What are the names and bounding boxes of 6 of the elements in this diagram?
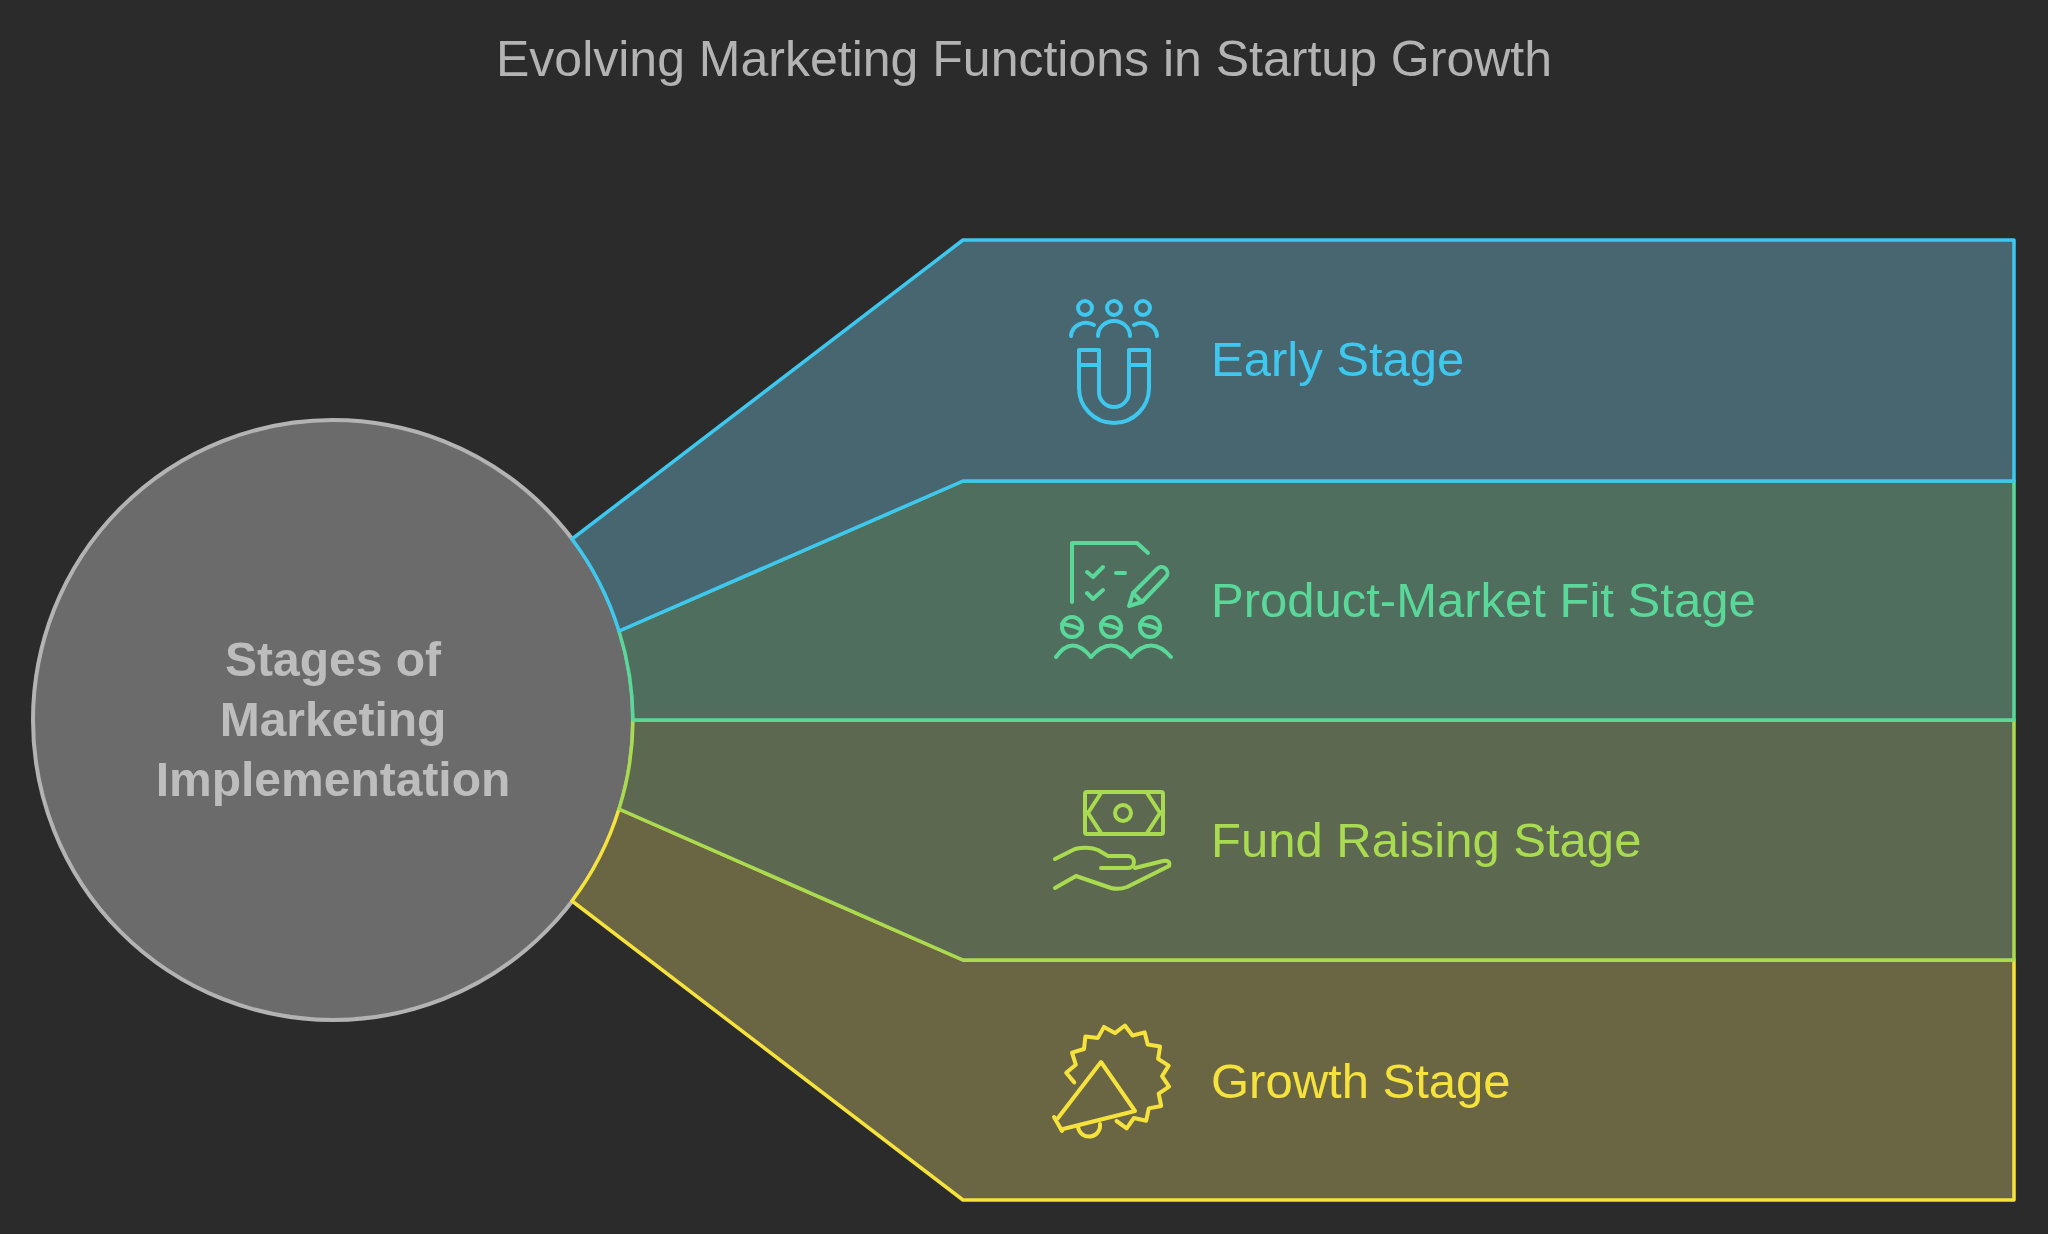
stage-label: Growth Stage (1211, 1053, 1511, 1110)
stage-label: Early Stage (1211, 331, 1465, 388)
diagram-title: Evolving Marketing Functions in Startup Growth (496, 30, 1552, 88)
stage-label: Fund Raising Stage (1211, 812, 1642, 869)
hub-label: Stages of Marketing Implementation (154, 632, 512, 808)
stage-label: Product-Market Fit Stage (1211, 572, 1756, 629)
